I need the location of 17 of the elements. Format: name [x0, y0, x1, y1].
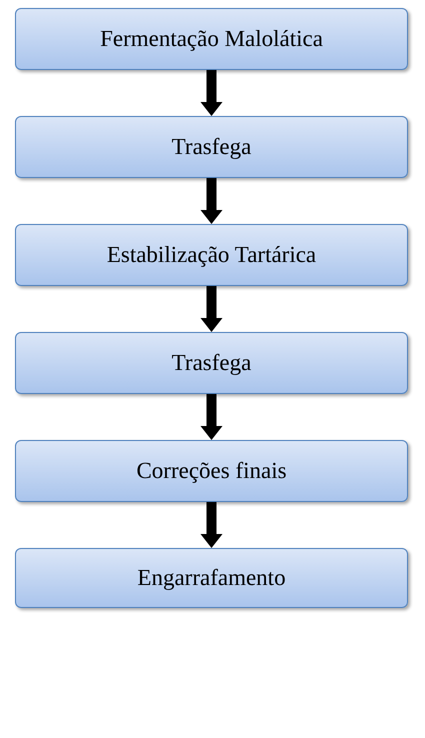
step-label: Estabilização Tartárica: [106, 240, 316, 269]
step-label: Trasfega: [172, 348, 252, 377]
step-label: Correções finais: [136, 456, 287, 485]
process-box: [15, 440, 408, 502]
arrow: [200, 178, 222, 224]
arrow: [200, 70, 222, 116]
arrow: [200, 394, 222, 440]
arrow: [200, 286, 222, 332]
process-box: [15, 8, 408, 70]
step-label: Engarrafamento: [137, 564, 286, 592]
process-box: [15, 548, 408, 608]
arrow: [200, 502, 222, 548]
process-box: [15, 224, 408, 286]
process-box: [15, 332, 408, 394]
step-label: Fermentação Malolática: [100, 24, 323, 53]
process-box: [15, 116, 408, 178]
step-label: Trasfega: [172, 132, 252, 161]
